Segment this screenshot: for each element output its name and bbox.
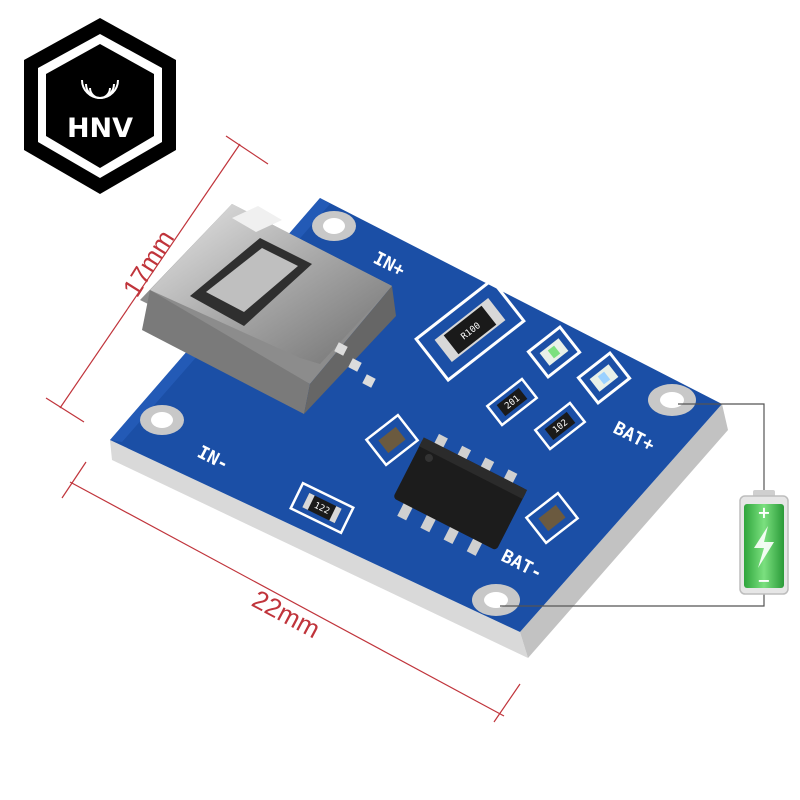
board-edge-right <box>520 404 728 658</box>
led-standby <box>576 350 632 406</box>
battery-minus-symbol: − <box>757 571 770 590</box>
mounting-holes <box>140 211 696 616</box>
capacitor-output <box>524 491 580 545</box>
charger-module-board: IN+ IN- BAT+ BAT- R100 201 <box>110 198 728 658</box>
capacitor-input <box>364 413 420 467</box>
battery-wires <box>500 403 765 607</box>
battery-plus-symbol: + <box>757 503 770 522</box>
logo-text: HNV <box>67 113 133 144</box>
charger-ic <box>394 433 528 556</box>
resistor-122: 122 <box>289 481 355 535</box>
logo-hexagon-inner <box>46 44 154 168</box>
brand-logo: HNV <box>24 18 176 194</box>
logo-signal-icon <box>81 79 119 99</box>
mini-usb-connector <box>140 204 396 414</box>
led-charging <box>526 324 582 380</box>
board-edge-front <box>110 440 528 658</box>
width-label: 22mm <box>247 584 325 644</box>
battery-icon: + − <box>739 490 789 595</box>
wire-negative <box>500 594 765 607</box>
wire-positive <box>678 403 765 490</box>
sense-resistor: R100 <box>414 277 526 383</box>
charging-bolt-icon <box>754 526 774 568</box>
